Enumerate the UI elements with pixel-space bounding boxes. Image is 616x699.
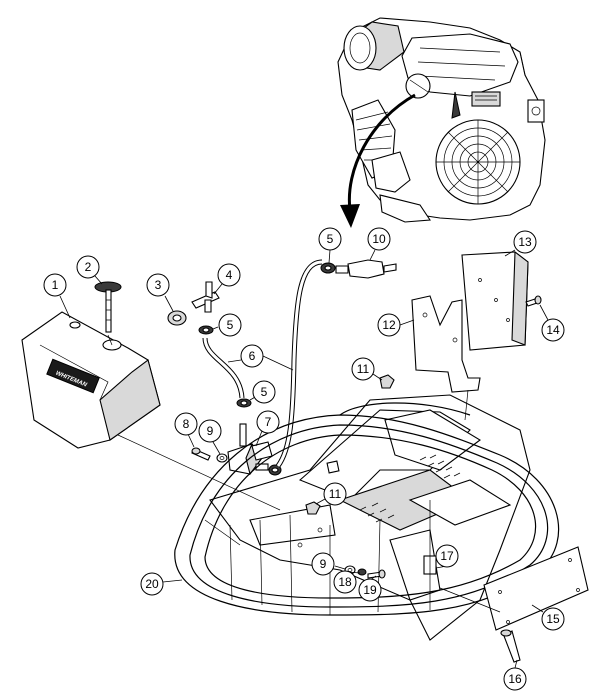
tee-fitting bbox=[191, 281, 220, 313]
callout-5a-circle bbox=[218, 313, 242, 337]
callout-11a-circle bbox=[351, 357, 375, 381]
callout-8-circle bbox=[174, 412, 198, 436]
callout-10-circle bbox=[367, 227, 391, 251]
hardware-bottom bbox=[344, 565, 386, 579]
callout-2-circle bbox=[76, 255, 100, 279]
fuel-cap bbox=[94, 281, 122, 333]
callout-9b: 9 bbox=[320, 557, 327, 571]
callout-13: 13 bbox=[518, 235, 532, 249]
callout-15-circle bbox=[541, 607, 565, 631]
callout-5b: 5 bbox=[327, 232, 334, 246]
callout-5a: 5 bbox=[227, 318, 234, 332]
callout-17-circle bbox=[435, 544, 459, 568]
callout-5b-circle bbox=[318, 227, 342, 251]
callout-6-circle bbox=[240, 344, 264, 368]
callout-18-circle bbox=[333, 570, 357, 594]
nut-lower bbox=[305, 501, 321, 515]
fuel-tank: WHITEMAN bbox=[21, 311, 161, 449]
callout-12-circle bbox=[377, 313, 401, 337]
callout-3: 3 bbox=[155, 278, 162, 292]
callout-4: 4 bbox=[226, 268, 233, 282]
callout-4-circle bbox=[217, 263, 241, 287]
callout-7: 7 bbox=[265, 415, 272, 429]
callout-16-circle bbox=[503, 667, 527, 691]
cover-plate bbox=[483, 546, 589, 631]
callout-14: 14 bbox=[546, 323, 560, 337]
flow-arrow bbox=[340, 93, 416, 228]
guard-frame bbox=[174, 402, 560, 616]
callout-11b-circle bbox=[323, 482, 347, 506]
fuel-hoses bbox=[202, 259, 323, 468]
hose-clamps bbox=[198, 262, 336, 476]
callout-3-circle bbox=[146, 273, 170, 297]
callout-9a: 9 bbox=[207, 424, 214, 438]
fuel-filter bbox=[335, 259, 397, 279]
callout-6: 6 bbox=[249, 349, 256, 363]
callouts: 1 2 3 4 5 5 5 6 7 8 bbox=[43, 227, 565, 691]
callout-7-circle bbox=[256, 410, 280, 434]
callout-19-circle bbox=[358, 578, 382, 602]
callout-18: 18 bbox=[338, 575, 352, 589]
control-box bbox=[461, 250, 529, 351]
assembly-lines bbox=[107, 334, 501, 613]
grommet bbox=[167, 310, 187, 326]
callout-9a-circle bbox=[198, 419, 222, 443]
callout-20-circle bbox=[140, 572, 164, 596]
screw-right bbox=[525, 295, 542, 307]
callout-8: 8 bbox=[183, 417, 190, 431]
callout-16: 16 bbox=[508, 672, 522, 686]
callout-10: 10 bbox=[372, 232, 386, 246]
callout-11a: 11 bbox=[357, 362, 370, 376]
nut-upper bbox=[379, 374, 395, 389]
callout-13-circle bbox=[513, 230, 537, 254]
callout-5c: 5 bbox=[261, 385, 268, 399]
callout-1-circle bbox=[43, 273, 67, 297]
callout-12: 12 bbox=[382, 318, 396, 332]
callout-14-circle bbox=[541, 318, 565, 342]
callout-2: 2 bbox=[85, 260, 92, 274]
callout-5c-circle bbox=[252, 380, 276, 404]
callout-9b-circle bbox=[311, 552, 335, 576]
engine-illustration bbox=[337, 17, 546, 223]
callout-17: 17 bbox=[440, 549, 454, 563]
mounting-bracket bbox=[411, 295, 481, 393]
screw-bottom bbox=[500, 629, 521, 663]
callout-15: 15 bbox=[546, 612, 560, 626]
screw-washer-left bbox=[191, 447, 228, 463]
callout-19: 19 bbox=[363, 583, 377, 597]
callout-20: 20 bbox=[145, 577, 159, 591]
callout-1: 1 bbox=[52, 278, 59, 292]
callout-11b: 11 bbox=[329, 487, 342, 501]
base-pan bbox=[209, 394, 531, 641]
